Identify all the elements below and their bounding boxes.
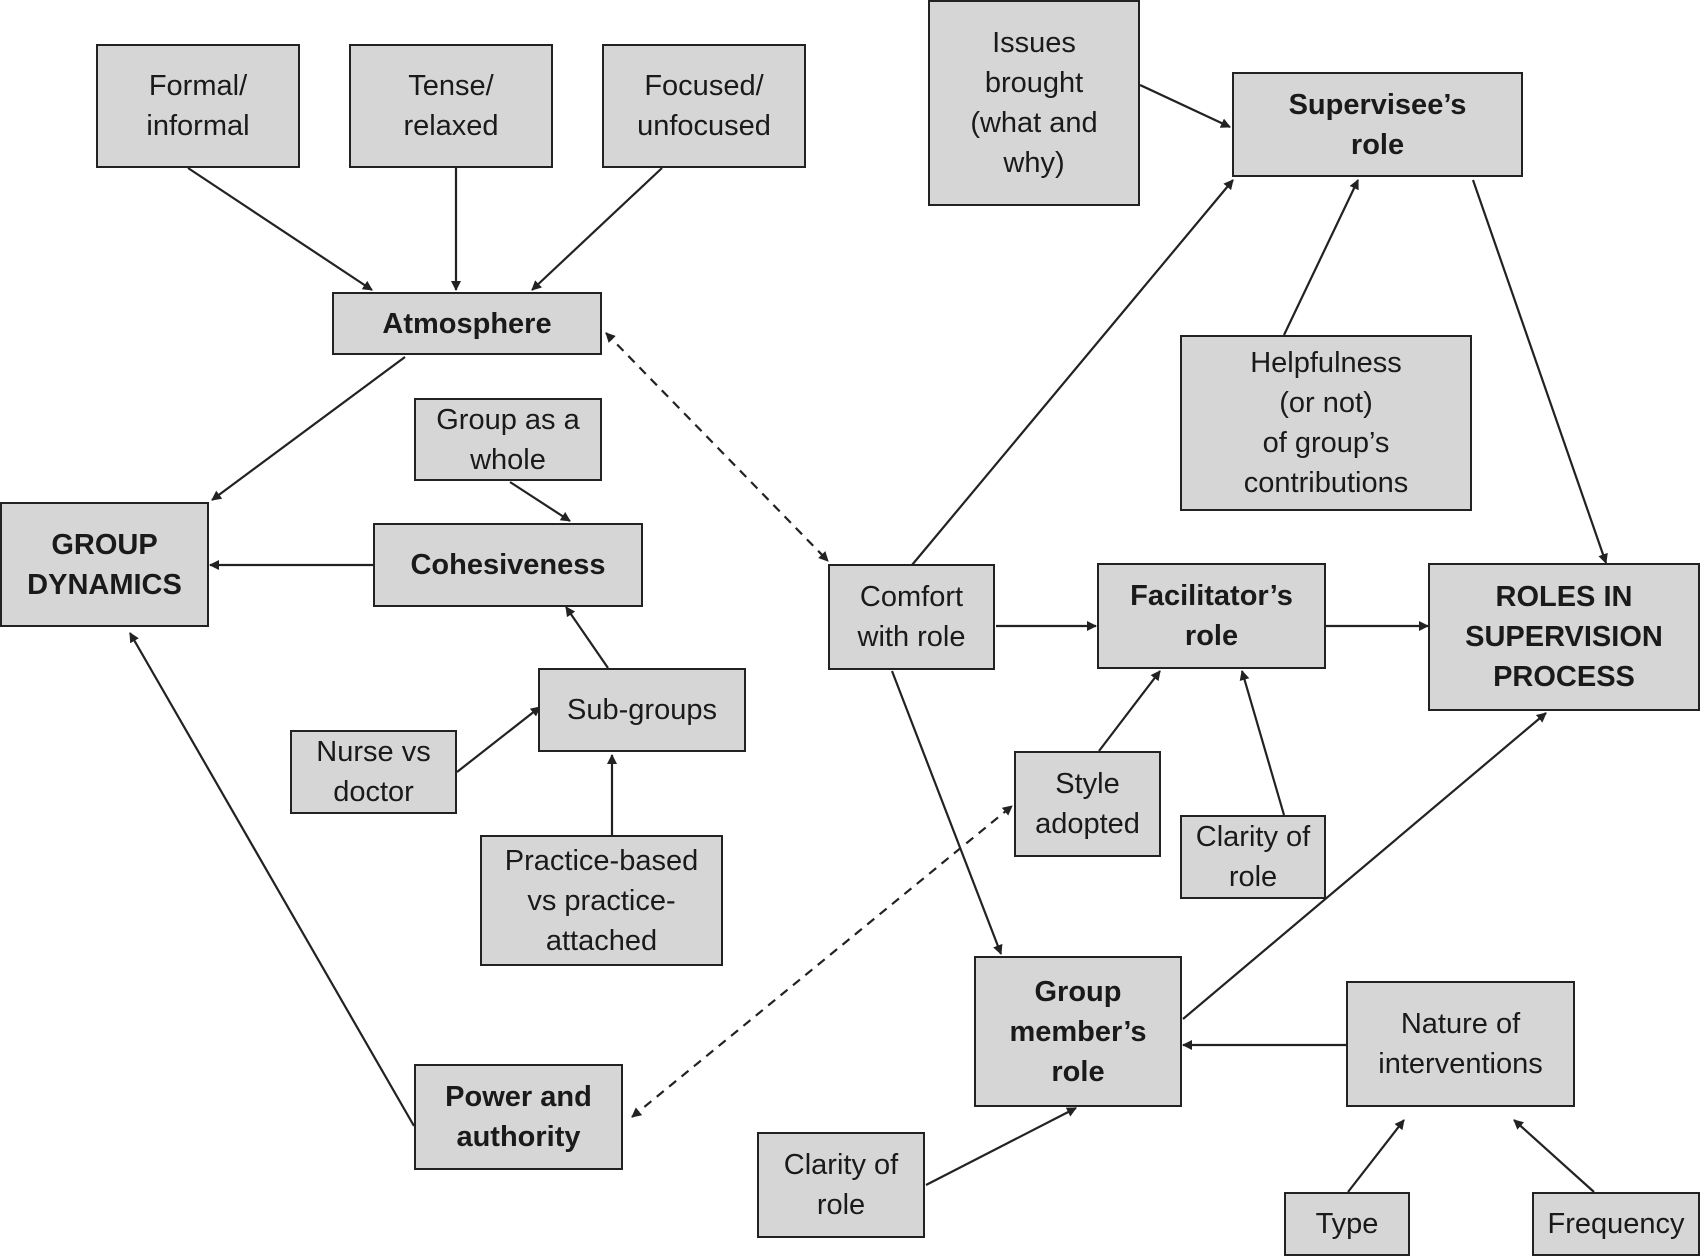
arrow-type-to-nature xyxy=(1347,1119,1405,1193)
node-facilitators-role: Facilitator’s role xyxy=(1097,563,1326,669)
node-group-members-role: Group member’s role xyxy=(974,956,1182,1107)
node-style-adopted: Style adopted xyxy=(1014,751,1161,857)
arrow-supervisee-to-roles xyxy=(1471,179,1608,564)
node-clarity-of-role-top: Clarity of role xyxy=(1180,815,1326,899)
node-comfort-with-role: Comfort with role xyxy=(828,564,995,670)
arrow-atmosphere-to-group-dynamics xyxy=(211,356,406,501)
node-sub-groups: Sub-groups xyxy=(538,668,746,752)
arrow-clarity-to-group-member xyxy=(925,1107,1077,1186)
arrow-group-whole-to-cohesiveness xyxy=(509,481,571,522)
arrow-atmosphere-comfort-dashed xyxy=(605,332,829,562)
arrow-frequency-to-nature xyxy=(1513,1119,1595,1193)
node-type: Type xyxy=(1284,1192,1410,1256)
arrow-nurse-to-subgroups xyxy=(456,706,541,773)
arrow-comfort-to-group-member xyxy=(890,670,1003,955)
node-nurse-vs-doctor: Nurse vs doctor xyxy=(290,730,457,814)
arrow-comfort-to-supervisee xyxy=(911,179,1234,566)
arrow-focused-to-atmosphere xyxy=(531,167,663,291)
node-clarity-of-role-bottom: Clarity of role xyxy=(757,1132,925,1238)
node-atmosphere: Atmosphere xyxy=(332,292,602,355)
arrow-issues-to-supervisee xyxy=(1139,84,1231,128)
node-nature-of-interventions: Nature of interventions xyxy=(1346,981,1575,1107)
node-supervisees-role: Supervisee’s role xyxy=(1232,72,1523,177)
node-group-dynamics: GROUP DYNAMICS xyxy=(0,502,209,627)
node-issues-brought: Issues brought (what and why) xyxy=(928,0,1140,206)
arrow-subgroups-to-cohesiveness xyxy=(565,606,609,669)
node-practice-based: Practice-based vs practice- attached xyxy=(480,835,723,966)
node-cohesiveness: Cohesiveness xyxy=(373,523,643,607)
arrow-clarity-to-facilitator xyxy=(1239,670,1286,816)
node-power-and-authority: Power and authority xyxy=(414,1064,623,1170)
arrow-formal-to-atmosphere xyxy=(187,167,373,291)
node-group-as-a-whole: Group as a whole xyxy=(414,398,602,481)
node-tense-relaxed: Tense/ relaxed xyxy=(349,44,553,168)
arrow-power-to-group-dynamics xyxy=(129,632,415,1127)
node-roles-in-supervision-process: ROLES IN SUPERVISION PROCESS xyxy=(1428,563,1700,711)
arrow-group-member-to-roles xyxy=(1182,712,1547,1020)
arrow-helpfulness-to-supervisee xyxy=(1283,179,1359,336)
arrow-style-to-facilitator xyxy=(1098,670,1161,752)
node-focused-unfocused: Focused/ unfocused xyxy=(602,44,806,168)
node-helpfulness: Helpfulness (or not) of group’s contribu… xyxy=(1180,335,1472,511)
node-formal-informal: Formal/ informal xyxy=(96,44,300,168)
arrow-power-style-dashed xyxy=(631,805,1013,1118)
node-frequency: Frequency xyxy=(1532,1192,1700,1256)
